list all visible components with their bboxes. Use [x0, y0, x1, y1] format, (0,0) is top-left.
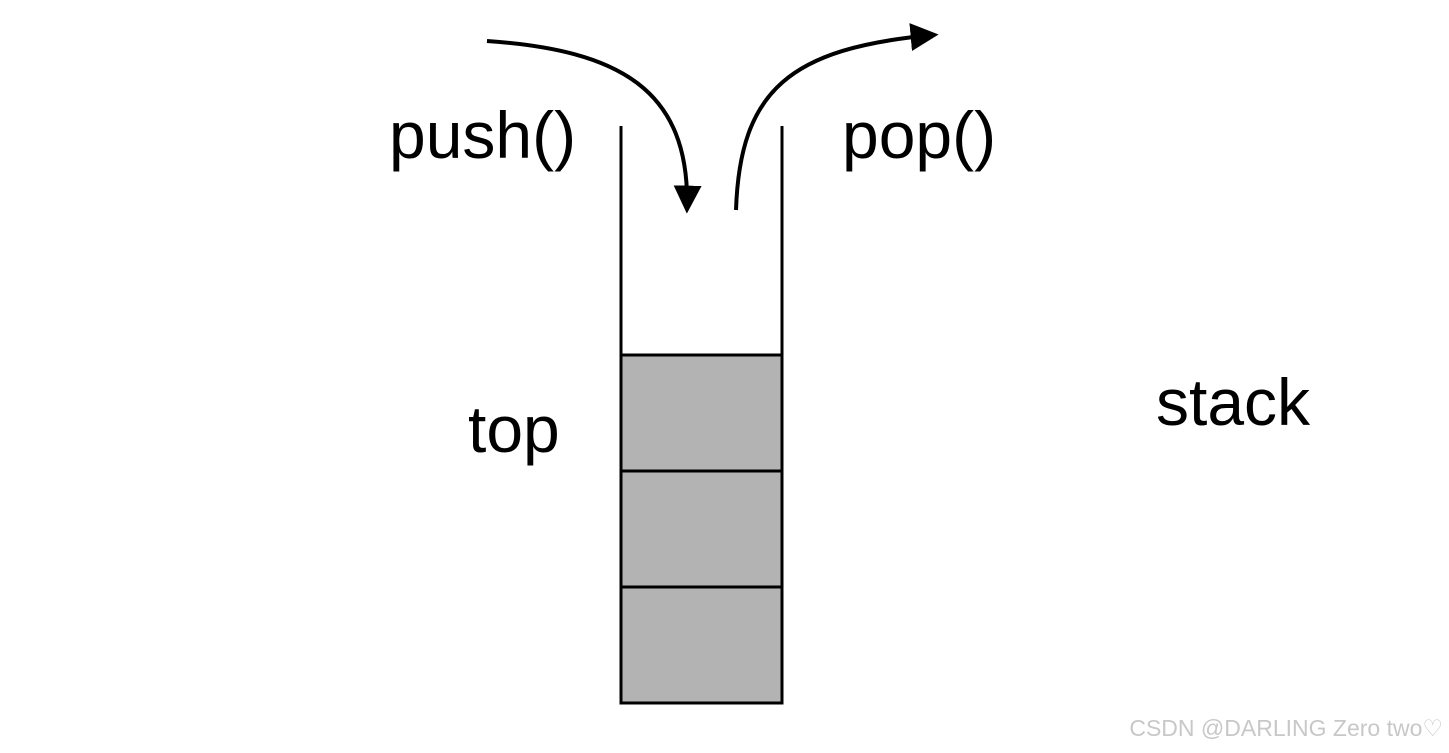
stack-label: stack — [1156, 365, 1311, 439]
watermark: CSDN @DARLING Zero two♡ — [1129, 715, 1443, 741]
stack-slot — [619, 585, 784, 705]
push-label: push() — [389, 98, 576, 172]
stack-slots — [619, 353, 784, 705]
stack-slot — [619, 353, 784, 473]
pop-arrow — [734, 23, 939, 211]
pop-label: pop() — [842, 98, 996, 172]
push-arrow — [486, 39, 702, 214]
top-label: top — [468, 392, 560, 466]
stack-slot — [619, 469, 784, 589]
